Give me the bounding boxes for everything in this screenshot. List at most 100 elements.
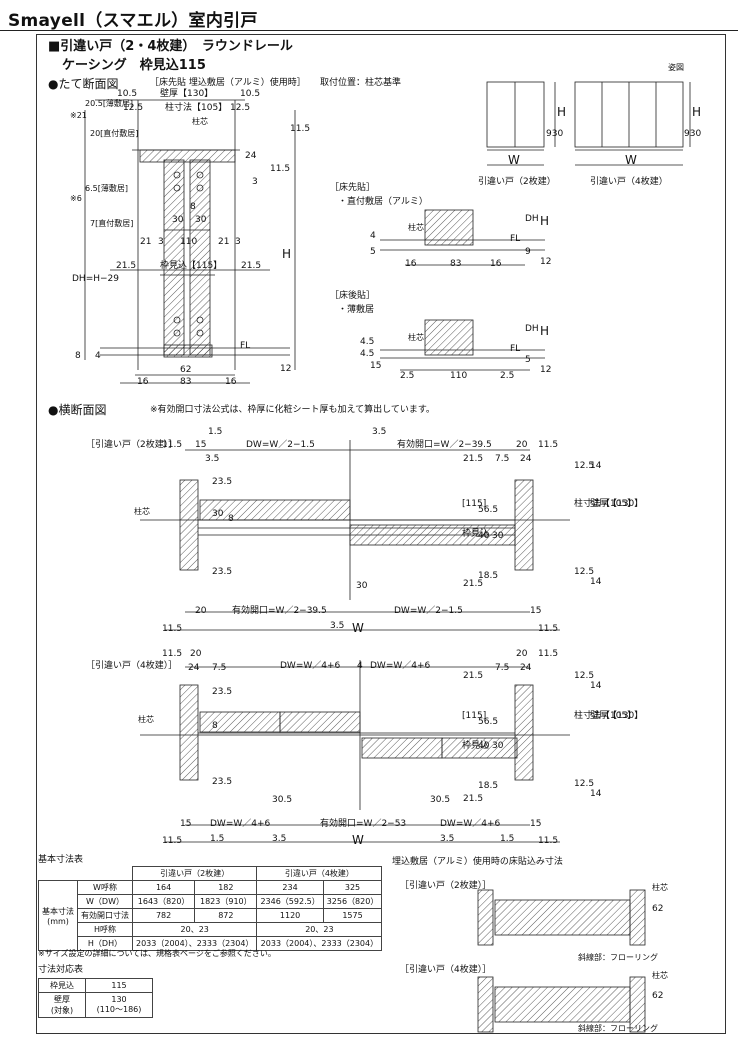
horizontal-section-note: ※有効開口寸法公式は、枠厚に化粧シート厚も加えて算出しています。 <box>150 405 435 415</box>
table-cell: 115 <box>85 978 153 993</box>
table-cell: 325 <box>322 880 383 895</box>
h4-dim-11-5b: 11.5 <box>538 649 559 659</box>
table-cell: 182 <box>194 880 258 895</box>
dim-83: 83 <box>180 377 192 387</box>
table-cell: 1575 <box>322 908 383 923</box>
h2-dim-30c: 30 <box>356 581 368 591</box>
table-key: W呼称 <box>77 880 133 895</box>
h2-dim-21-5: 21.5 <box>463 454 484 464</box>
dim-21-left: 21 <box>140 237 152 247</box>
floorplan-note-2: 斜線部：フローリング <box>578 1024 658 1033</box>
elevation-w-4leaf: W <box>625 153 637 167</box>
floor-first-dh: DH <box>525 214 539 224</box>
h2-dim-11-5c: 11.5 <box>162 624 183 634</box>
floor-after-dim-2-5a: 2.5 <box>400 371 415 381</box>
floor-after-dim-4-5a: 4.5 <box>360 337 375 347</box>
horizontal-section-heading: ●横断面図 <box>48 403 107 417</box>
h4-dim-8: 8 <box>212 721 218 731</box>
frame-depth-label: 枠見込【115】 <box>160 261 223 271</box>
dim-11-5-top: 11.5 <box>290 124 311 134</box>
floor-first-dim-5: 5 <box>370 247 376 257</box>
h2-width-w: W <box>352 621 364 635</box>
h4-dim-4: 4 <box>357 661 363 671</box>
table-cell: 234 <box>256 880 324 895</box>
floor-after-fl: FL <box>510 344 521 354</box>
floor-first-fl: FL <box>510 234 521 244</box>
h4-dim-56-5: 56.5 <box>478 717 499 727</box>
h4-dim-15b: 15 <box>530 819 542 829</box>
h2-dim-40: 40 <box>478 531 490 541</box>
floorplan-label-4leaf: ［引違い戸（4枚建）］ <box>400 965 492 975</box>
table-cell: 1823（910） <box>194 894 258 909</box>
h4-dim-24b: 24 <box>520 663 532 673</box>
table-note: ※サイズ設定の詳細については、規格表ページをご参照ください。 <box>38 949 276 958</box>
h2-dim-14a: 14 <box>590 461 602 471</box>
dim-h: H <box>282 247 292 261</box>
h4-dim-115: [115] <box>462 711 487 721</box>
h2-dim-11-5a: 11.5 <box>162 440 183 450</box>
h4-dim-30-5a: 30.5 <box>272 795 293 805</box>
drawing-frame <box>36 34 726 1034</box>
h4-dw-4: DW=W／4+6 <box>440 819 501 829</box>
floor-first-dim-16a: 16 <box>405 259 417 269</box>
h4-frame-depth: 枠見込 <box>462 741 490 751</box>
h4-dw-2: DW=W／4+6 <box>370 661 431 671</box>
dim-21-right: 21 <box>218 237 230 247</box>
dim-10-5-left: 10.5 <box>117 89 138 99</box>
dim-dh: DH=H−29 <box>72 274 119 284</box>
h2-dim-20b: 20 <box>195 606 207 616</box>
h2-wall-thickness: 壁厚【130】 <box>590 499 644 509</box>
floor-first-center: 柱芯 <box>408 223 424 232</box>
table-row: 引違い戸（2枚建） 引違い戸（4枚建） <box>38 866 383 881</box>
h4-dim-21-5: 21.5 <box>463 671 484 681</box>
floorplan-center-1: 柱芯 <box>652 883 668 892</box>
table-row: 枠見込 115 <box>38 978 153 993</box>
floorplan-dim-62a: 62 <box>652 904 664 914</box>
table-cell: 130(110〜186) <box>85 992 153 1018</box>
table-key: 枠見込 <box>38 978 86 993</box>
dim-10-5-right: 10.5 <box>240 89 261 99</box>
floor-first-dim-16b: 16 <box>490 259 502 269</box>
dim-16-left: 16 <box>137 377 149 387</box>
size-table-title: 寸法対応表 <box>38 965 84 975</box>
table-corner <box>38 866 133 881</box>
h4-dim-1-5a: 1.5 <box>210 834 225 844</box>
h4-dim-11-5c: 11.5 <box>162 836 183 846</box>
floor-first-dim-12: 12 <box>540 257 552 267</box>
h2-dim-30: 30 <box>212 509 224 519</box>
dim-4-bottom: 4 <box>95 351 101 361</box>
elevation-h-4leaf: H <box>692 105 702 119</box>
h4-dim-30-5b: 30.5 <box>430 795 451 805</box>
h2-dim-3-5: 3.5 <box>372 427 387 437</box>
h4-dim-40: 40 <box>478 741 490 751</box>
h2-dim-23-5a: 23.5 <box>212 477 233 487</box>
column-center-label: 柱芯 <box>192 117 208 126</box>
floor-first-h: H <box>540 214 550 228</box>
floor-after-heading: ［床後貼］ <box>330 291 376 301</box>
floorplan-label-2leaf: ［引違い戸（2枚建）］ <box>400 881 492 891</box>
table-header-4leaf: 引違い戸（4枚建） <box>256 866 383 881</box>
h4-dw-3: DW=W／4+6 <box>210 819 271 829</box>
h4-dim-21-5b: 21.5 <box>463 794 484 804</box>
floor-first-dim-83: 83 <box>450 259 462 269</box>
floor-after-dh: DH <box>525 324 539 334</box>
h4-center: 柱芯 <box>138 715 154 724</box>
vertical-section-note: ［床先貼 埋込敷居（アルミ）使用時］ <box>150 78 306 88</box>
table-cell: 2346（592.5） <box>256 894 324 909</box>
h2-label: ［引違い戸（2枚建）］ <box>86 440 178 450</box>
table-cell: 782 <box>131 908 196 923</box>
h4-dim-1-5b: 1.5 <box>500 834 515 844</box>
h2-dim-8: 8 <box>228 514 234 524</box>
floor-after-dim-15: 15 <box>370 361 382 371</box>
dim-12-bottom: 12 <box>280 364 292 374</box>
page-title: Smayell（スマエル）室内引戸 <box>8 11 258 31</box>
h2-dim-20a: 20 <box>516 440 528 450</box>
h2-dim-18-5: 18.5 <box>478 571 499 581</box>
elevation-930-4leaf: 930 <box>684 129 702 139</box>
dim-3: 3 <box>252 177 258 187</box>
table-cell: 1120 <box>256 908 324 923</box>
dim-3-right: 3 <box>235 237 241 247</box>
floor-after-dim-5: 5 <box>525 355 531 365</box>
h4-wall-thickness: 壁厚【130】 <box>590 711 644 721</box>
h2-dim-3-5c: 3.5 <box>330 621 345 631</box>
